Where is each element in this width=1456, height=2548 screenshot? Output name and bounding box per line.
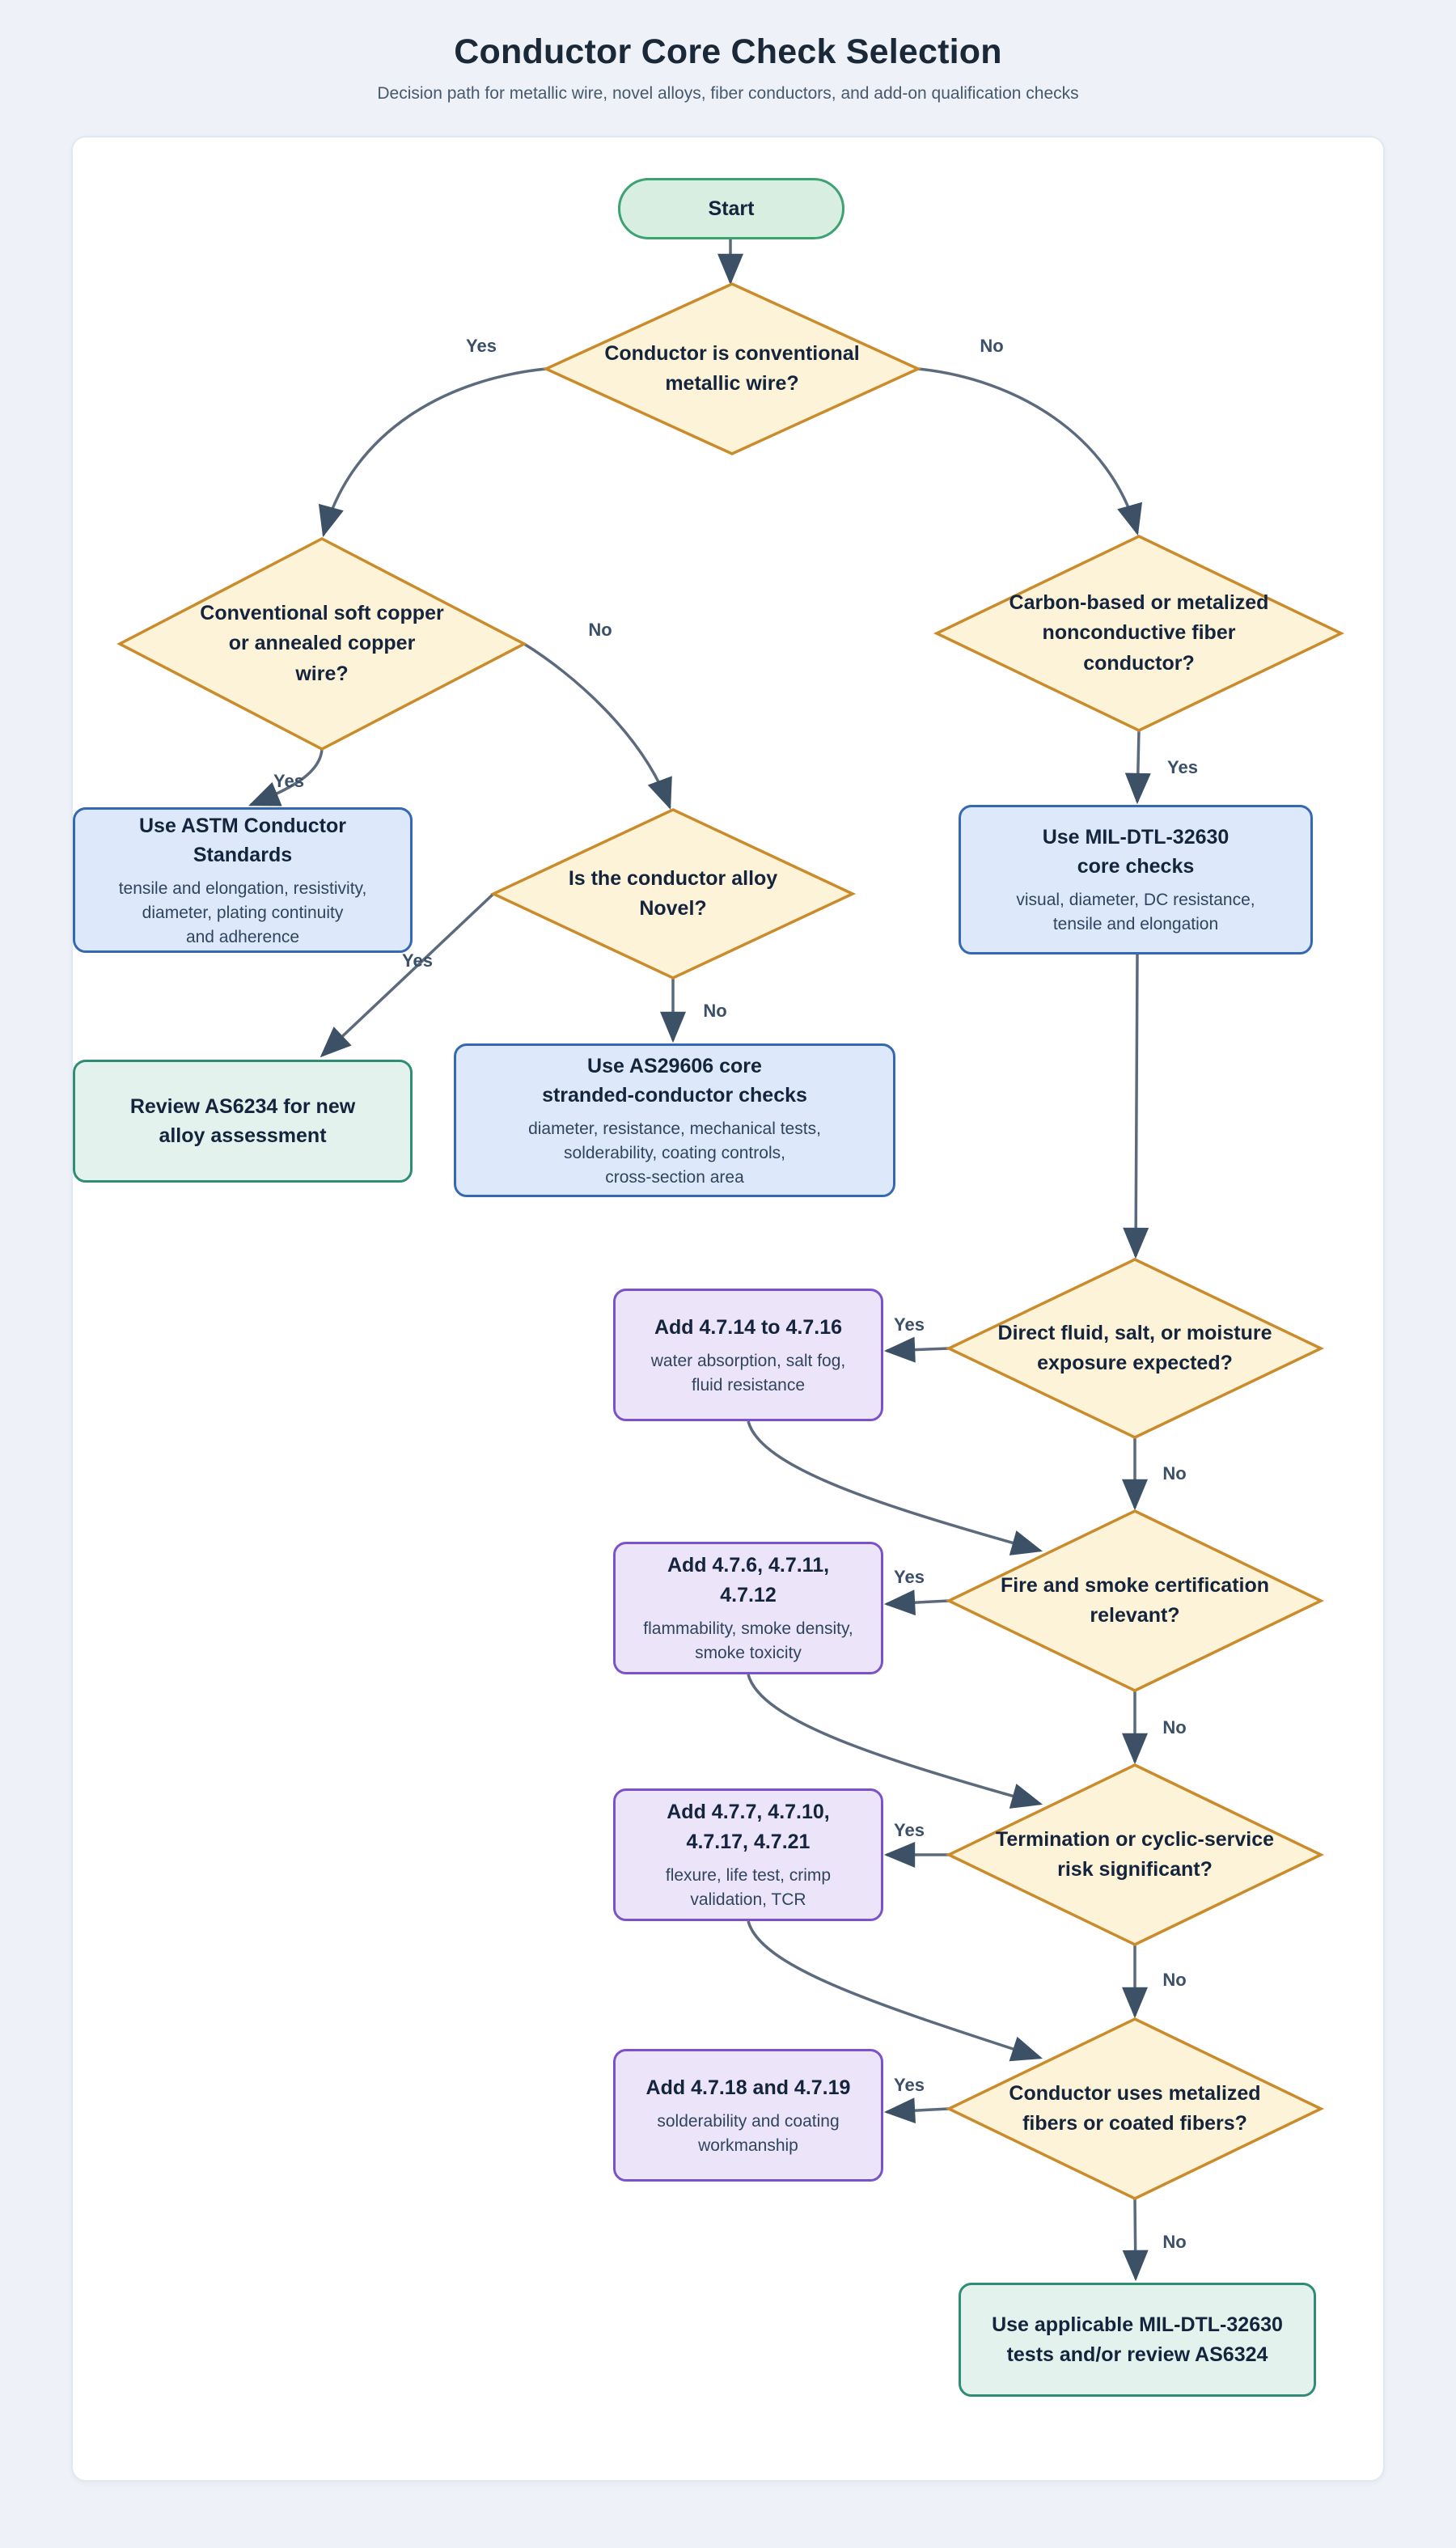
addon-title: Add 4.7.14 to 4.7.16: [654, 1315, 843, 1339]
result-mil32630-core-checks: Use MIL-DTL-32630 core checks visual, di…: [959, 805, 1313, 954]
decision-termination-risk: Termination or cyclic-service risk signi…: [949, 1765, 1321, 1945]
addon-title: Add 4.7.18 and 4.7.19: [645, 2076, 851, 2099]
edge-label-termination-no: No: [1162, 1970, 1187, 1990]
result-title: Review AS6234 for new alloy assessment: [129, 1094, 356, 1147]
addon-metalized-tests: Add 4.7.18 and 4.7.19 solderability and …: [613, 2049, 883, 2182]
decision-label: Conductor uses metalized fibers or coate…: [1009, 2081, 1261, 2135]
edge-softcopper-yes: [248, 748, 324, 806]
result-subtitle: tensile and elongation, resistivity, dia…: [118, 879, 367, 946]
edge-label-metallic-yes: Yes: [466, 336, 497, 356]
decision-label: Carbon-based or metalized nonconductive …: [1009, 590, 1269, 675]
result-final-mil32630-as6324: Use applicable MIL-DTL-32630 tests and/o…: [959, 2283, 1316, 2397]
diamond-shape: [937, 536, 1341, 730]
addon-fire-tests: Add 4.7.6, 4.7.11, 4.7.12 flammability, …: [613, 1542, 883, 1674]
decision-metalized-fibers: Conductor uses metalized fibers or coate…: [949, 2019, 1321, 2199]
page-subtitle: Decision path for metallic wire, novel a…: [377, 84, 1079, 103]
decision-soft-copper: Conventional soft copper or annealed cop…: [120, 539, 524, 749]
edge-mil-to-fluid: [1123, 954, 1149, 1259]
result-astm-standards: Use ASTM Conductor Standards tensile and…: [73, 807, 413, 953]
addon-title: Add 4.7.7, 4.7.10, 4.7.17, 4.7.21: [667, 1801, 830, 1853]
edge-fire-yes: [883, 1589, 950, 1616]
decision-fire-smoke: Fire and smoke certification relevant?: [949, 1511, 1321, 1691]
start-label: Start: [708, 197, 755, 220]
result-title: Use applicable MIL-DTL-32630 tests and/o…: [992, 2313, 1283, 2366]
edge-fiber-yes: [1124, 730, 1151, 805]
diamond-shape: [120, 539, 524, 749]
result-as29606-checks: Use AS29606 core stranded-conductor chec…: [454, 1043, 895, 1197]
decision-fluid-exposure: Direct fluid, salt, or moisture exposure…: [949, 1259, 1321, 1437]
decision-metallic-wire: Conductor is conventional metallic wire?: [546, 284, 918, 454]
edge-metallic-yes: [318, 367, 547, 538]
edge-metalized-no: [1122, 2198, 1149, 2282]
addon-subtitle: solderability and coating workmanship: [657, 2111, 840, 2155]
decision-label: Direct fluid, salt, or moisture exposure…: [997, 1321, 1272, 1375]
decision-label: Conductor is conventional metallic wire?: [604, 341, 860, 396]
edge-label-termination-yes: Yes: [894, 1820, 925, 1840]
edge-label-novel-yes: Yes: [402, 950, 433, 971]
decision-label: Termination or cyclic-service risk signi…: [995, 1827, 1275, 1881]
addon-subtitle: water absorption, salt fog, fluid resist…: [650, 1351, 846, 1395]
diamond-shape: [546, 284, 918, 454]
addon-subtitle: flammability, smoke density, smoke toxic…: [643, 1619, 853, 1662]
edge-label-metalized-yes: Yes: [894, 2075, 925, 2095]
edge-label-fluid-no: No: [1162, 1463, 1187, 1484]
edge-label-fiber-yes: Yes: [1167, 757, 1198, 777]
result-subtitle: diameter, resistance, mechanical tests, …: [528, 1120, 821, 1187]
edge-label-metalized-no: No: [1162, 2232, 1187, 2252]
diamond-shape: [949, 2019, 1321, 2199]
diamond-shape: [949, 1765, 1321, 1945]
edge-label-fire-yes: Yes: [894, 1567, 925, 1587]
decision-novel-alloy: Is the conductor alloy Novel?: [493, 810, 853, 978]
edge-label-fluid-yes: Yes: [894, 1314, 925, 1335]
diamond-shape: [949, 1511, 1321, 1691]
result-subtitle: visual, diameter, DC resistance, tensile…: [1016, 891, 1255, 934]
decision-label: Fire and smoke certification relevant?: [1000, 1573, 1270, 1627]
edge-metalized-yes: [883, 2097, 950, 2124]
edge-addfire-to-termination: [747, 1674, 1043, 1809]
addon-subtitle: flexure, life test, crimp validation, TC…: [665, 1865, 832, 1909]
result-title: Use ASTM Conductor Standards: [138, 814, 347, 866]
result-title: Use AS29606 core stranded-conductor chec…: [542, 1054, 807, 1107]
edge-label-metallic-no: No: [980, 336, 1004, 356]
decision-label: Is the conductor alloy Novel?: [568, 866, 778, 921]
addon-fluid-tests: Add 4.7.14 to 4.7.16 water absorption, s…: [613, 1289, 883, 1421]
edge-fluid-yes: [883, 1336, 950, 1363]
addon-title: Add 4.7.6, 4.7.11, 4.7.12: [667, 1554, 830, 1606]
addon-termination-tests: Add 4.7.7, 4.7.10, 4.7.17, 4.7.21 flexur…: [613, 1788, 883, 1921]
edge-addfluid-to-fire: [747, 1420, 1043, 1555]
edge-label-softcopper-yes: Yes: [273, 771, 304, 791]
start-node: Start: [618, 178, 844, 239]
edge-label-novel-no: No: [703, 1001, 727, 1021]
result-review-as6234: Review AS6234 for new alloy assessment: [73, 1060, 413, 1183]
edge-label-fire-no: No: [1162, 1717, 1187, 1737]
result-title: Use MIL-DTL-32630 core checks: [1042, 825, 1230, 878]
page-title: Conductor Core Check Selection: [454, 32, 1002, 71]
decision-label: Conventional soft copper or annealed cop…: [200, 601, 444, 685]
edge-novel-yes: [320, 892, 495, 1058]
edge-softcopper-no: [523, 642, 672, 811]
diamond-shape: [493, 810, 853, 978]
decision-fiber-conductor: Carbon-based or metalized nonconductive …: [937, 536, 1341, 730]
diamond-shape: [949, 1259, 1321, 1437]
edge-label-softcopper-no: No: [588, 620, 612, 640]
edge-addtermination-to-metalized: [747, 1920, 1043, 2062]
edge-metallic-no: [917, 367, 1143, 536]
